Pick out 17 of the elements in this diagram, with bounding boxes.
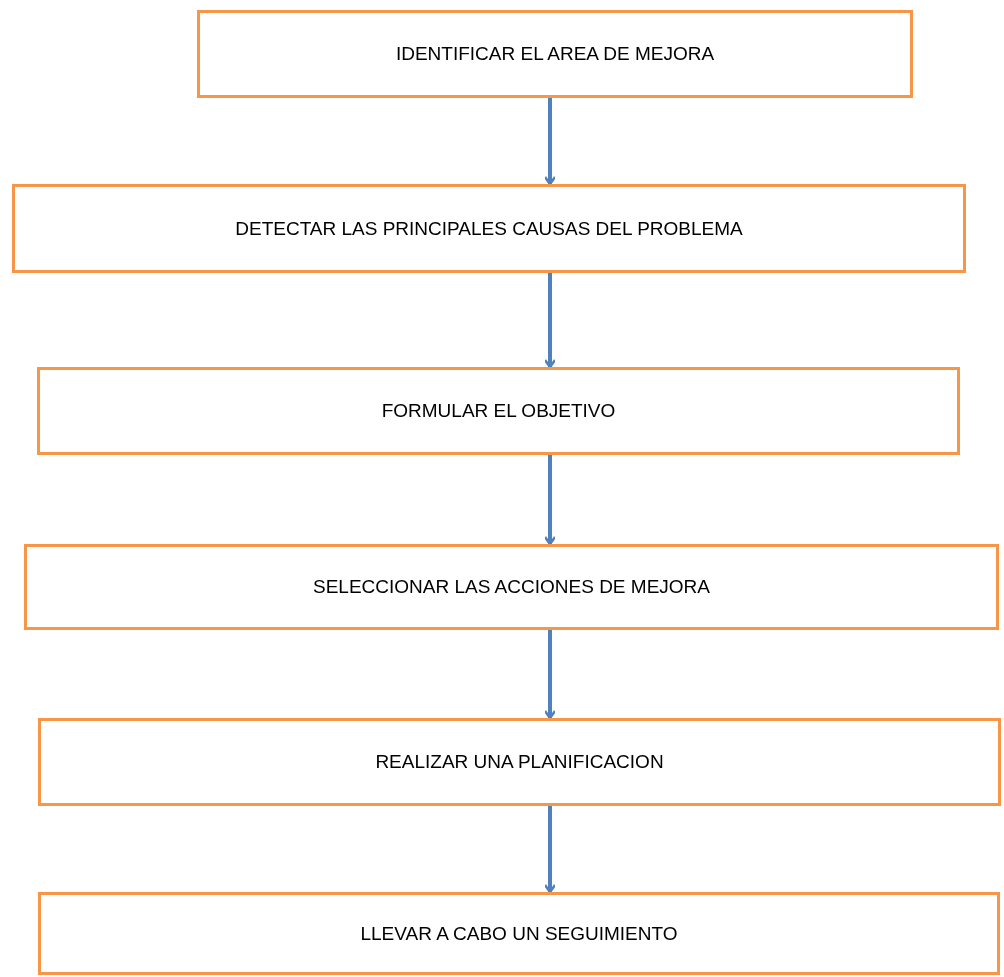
arrow <box>543 98 557 186</box>
arrow <box>543 630 557 720</box>
process-box <box>197 10 913 98</box>
process-box <box>24 544 999 630</box>
arrow <box>543 455 557 546</box>
process-box <box>37 367 960 455</box>
step-label: IDENTIFICAR EL AREA DE MEJORA <box>395 43 715 65</box>
step-label: REALIZAR UNA PLANIFICACION <box>375 751 664 773</box>
step-label: DETECTAR LAS PRINCIPALES CAUSAS DEL PROBLEMA <box>235 217 743 240</box>
step-label: LLEVAR A CABO UN SEGUIMIENTO <box>360 922 678 945</box>
step-label: FORMULAR EL OBJETIVO <box>381 400 616 422</box>
arrow <box>543 273 557 369</box>
step-label: SELECCIONAR LAS ACCIONES DE MEJORA <box>313 576 710 598</box>
arrow <box>543 806 557 894</box>
process-box <box>38 892 1000 975</box>
process-box <box>38 718 1001 806</box>
process-box <box>12 184 966 273</box>
